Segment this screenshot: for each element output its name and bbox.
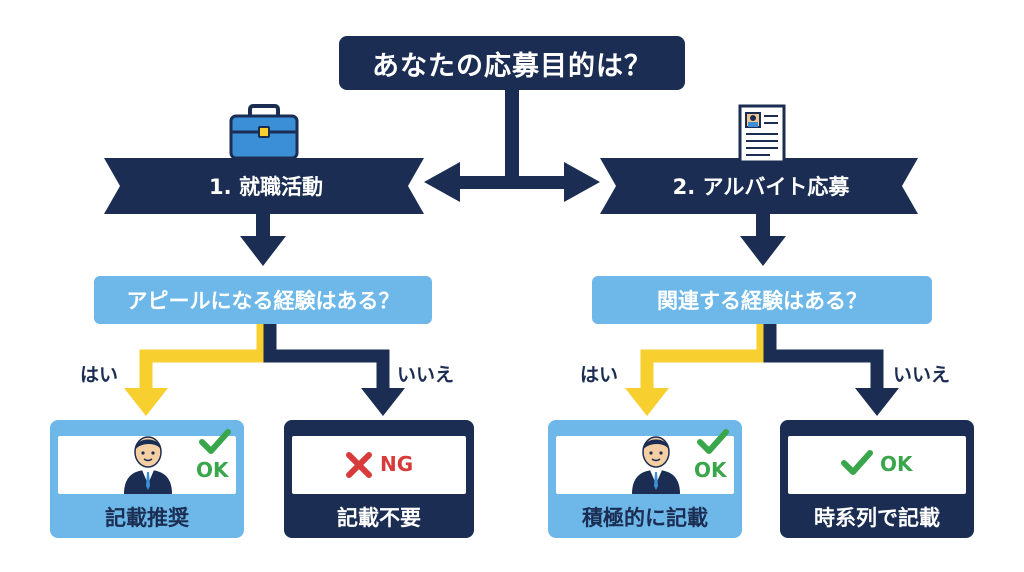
cross-icon: [346, 452, 372, 478]
card-inner-panel: OK: [58, 429, 236, 494]
businessman-icon: [632, 436, 680, 494]
left-ribbon: [104, 158, 424, 214]
right-down-stem: [756, 214, 770, 238]
check-icon: [697, 429, 729, 454]
left-yes-label: はい: [80, 364, 119, 386]
left-no-arrow: [361, 388, 405, 416]
left-down-arrow: [240, 236, 286, 266]
left-ribbon-label: 1. 就職活動: [209, 175, 323, 199]
right-ribbon-label: 2. アルバイト応募: [672, 175, 850, 199]
split-arrow-right: [564, 162, 600, 202]
card-inner-panel: OK: [556, 429, 734, 494]
right-no-label: いいえ: [893, 364, 951, 386]
right-no-card: OK 時系列で記載: [780, 420, 974, 538]
left-yes-arrow: [124, 388, 168, 416]
card-inner-panel: NG: [292, 436, 466, 494]
left-question-box: アピールになる経験はある？: [94, 276, 432, 324]
right-yes-line: [640, 322, 770, 392]
check-icon: [841, 450, 873, 475]
ok-badge: OK: [196, 458, 229, 482]
card-label: 記載推奨: [105, 506, 189, 530]
right-down-arrow: [740, 236, 786, 266]
right-yes-card: OK 積極的に記載: [548, 420, 742, 538]
ok-badge: OK: [880, 452, 913, 476]
right-yes-label: はい: [580, 364, 619, 386]
ok-badge: OK: [694, 458, 727, 482]
card-label: 積極的に記載: [582, 506, 708, 530]
right-no-arrow: [855, 388, 899, 416]
title-box: あなたの応募目的は？: [339, 36, 685, 90]
card-inner-panel: OK: [788, 436, 966, 494]
title-stem: [505, 88, 519, 176]
right-question-box: 関連する経験はある？: [592, 276, 932, 324]
right-yes-arrow: [625, 388, 669, 416]
left-yes-line: [139, 322, 270, 392]
resume-document-icon: [738, 104, 786, 164]
left-down-stem: [256, 214, 270, 238]
card-label: 記載不要: [337, 506, 421, 530]
left-yes-card: OK 記載推奨: [50, 420, 244, 538]
split-bar: [452, 176, 572, 189]
card-label: 時系列で記載: [814, 506, 940, 530]
split-arrow-left: [424, 162, 460, 202]
businessman-icon: [124, 436, 172, 494]
right-no-line: [763, 322, 884, 392]
left-no-label: いいえ: [397, 364, 455, 386]
left-no-line: [263, 322, 390, 392]
briefcase-icon: [229, 104, 299, 160]
left-no-card: NG 記載不要: [284, 420, 474, 538]
right-ribbon: [600, 158, 918, 214]
check-icon: [199, 429, 231, 454]
ng-badge: NG: [380, 452, 414, 476]
